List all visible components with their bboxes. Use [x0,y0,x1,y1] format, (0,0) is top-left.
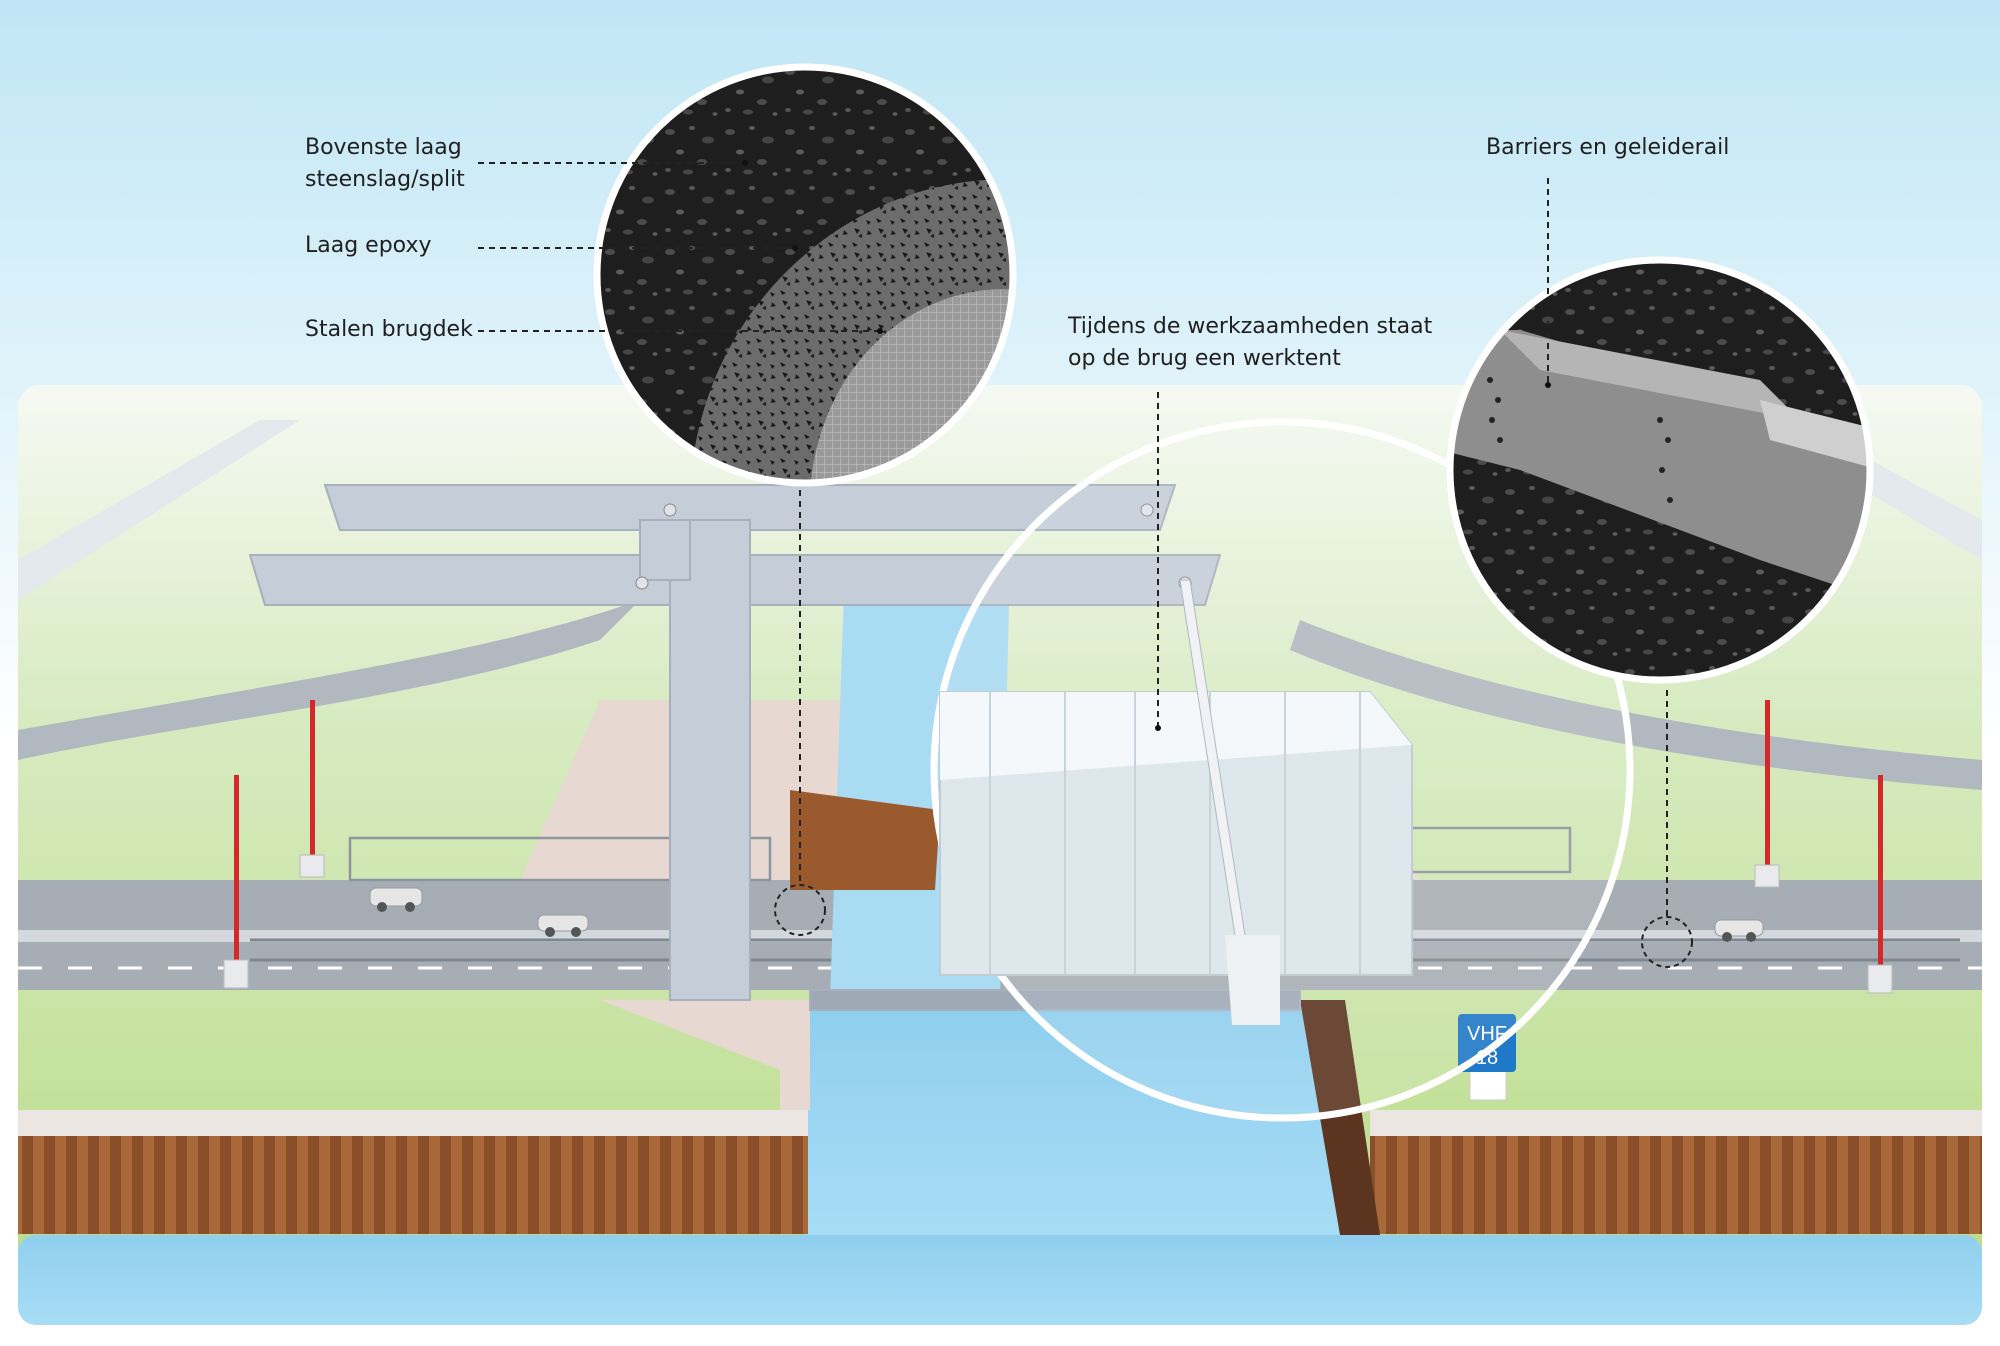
concrete-barrier [1450,330,1870,600]
distant-road-left [18,420,300,600]
canal-channel [805,1010,1380,1235]
label-top-layer-line1: Bovenste laag [305,135,462,160]
label-top-layer: Bovenste laag steenslag/split [305,132,465,196]
bridge-house [790,790,940,890]
right-sheet-piling [1370,1136,1982,1234]
car [369,887,423,912]
bascule-bridge [248,484,1301,1011]
label-work-tent: Tijdens de werkzaamheden staat op de bru… [1068,311,1432,375]
barrier-gate [299,700,325,878]
label-work-tent-line2: op de brug een werktent [1068,346,1341,371]
pivot-bolt [635,576,649,590]
car [1714,919,1764,942]
label-barriers-text: Barriers en geleiderail [1486,135,1730,160]
barrier-zoom [1446,256,1874,684]
left-abutment [600,1000,810,1110]
label-epoxy-layer: Laag epoxy [305,230,432,262]
barrier-gate [1867,775,1893,994]
left-sheet-piling [18,1136,808,1234]
leader-lines [478,162,1668,925]
right-quay-top [1370,1110,1982,1136]
label-steel-deck: Stalen brugdek [305,314,473,346]
curved-road-right [1290,620,1982,790]
label-top-layer-line2: steenslag/split [305,167,465,192]
left-quay-top [18,1110,808,1136]
barrier-gate [1754,700,1780,888]
pivot-bolt [663,503,677,517]
deck-layers-zoom [593,63,1017,487]
car [537,914,589,937]
label-epoxy-layer-text: Laag epoxy [305,233,432,258]
right-abutment-wall [1300,1000,1380,1235]
detail-marker [1641,916,1693,968]
label-steel-deck-text: Stalen brugdek [305,317,473,342]
work-tent-zoom [930,418,1634,1122]
leader-dots [742,160,1551,731]
canal-water [18,1235,1982,1325]
pivot-bolt [1140,503,1154,517]
curved-road-left [18,600,640,760]
label-barriers: Barriers en geleiderail [1486,132,1729,164]
label-work-tent-line1: Tijdens de werkzaamheden staat [1068,314,1433,339]
barrier-gate [223,775,249,989]
detail-marker [774,884,826,936]
